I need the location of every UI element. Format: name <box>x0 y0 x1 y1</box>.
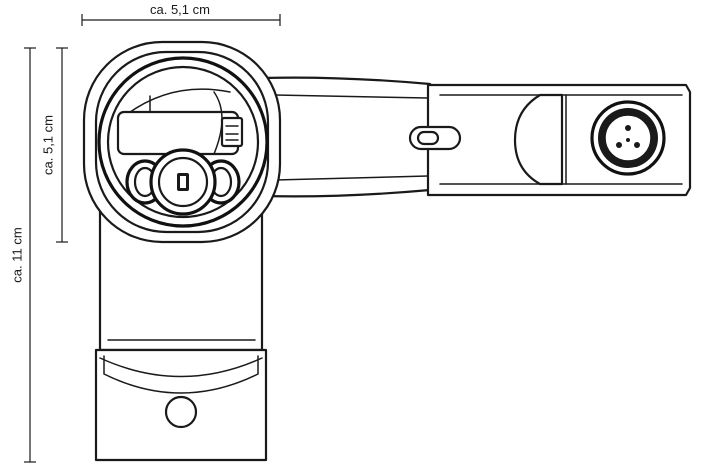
width-dimension-label: ca. 5,1 cm <box>150 2 210 17</box>
head-height-dimension-label: ca. 5,1 cm <box>40 115 56 175</box>
round-connector-socket <box>590 100 666 176</box>
dimension-height-large-line <box>24 47 36 463</box>
mounting-hole <box>164 395 198 429</box>
dimension-height-small-line <box>56 47 68 243</box>
dimension-width-line <box>81 14 281 26</box>
slide-switch <box>408 125 462 151</box>
total-height-dimension-label: ca. 11 cm <box>9 227 25 283</box>
inner-mechanism <box>116 88 244 156</box>
lens-knob-assembly <box>125 148 241 216</box>
